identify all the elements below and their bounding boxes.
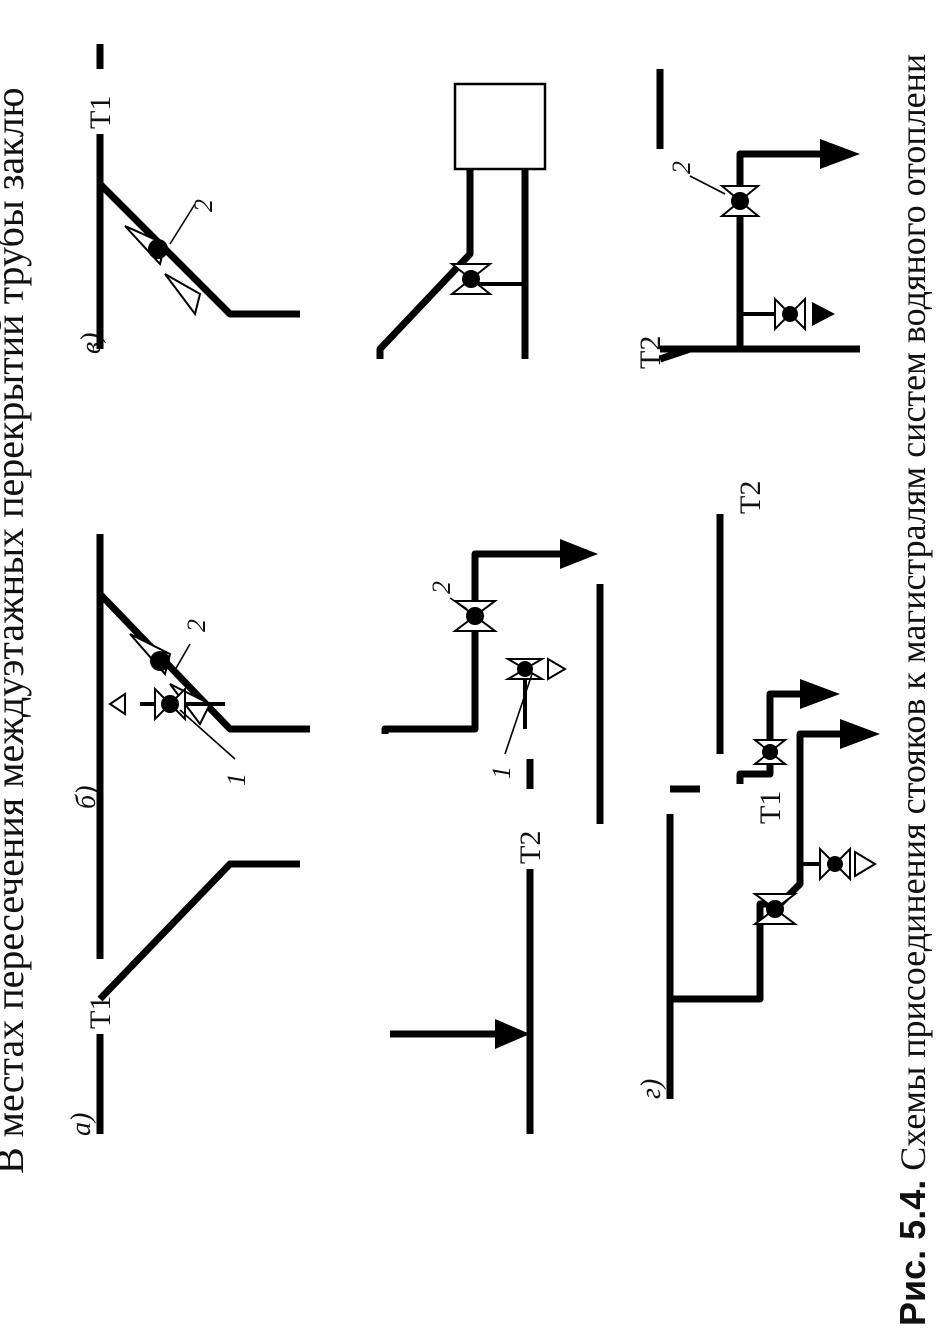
valve-handle-icon (462, 270, 480, 288)
riser-return-pipe (381, 550, 560, 734)
valve-handle-icon (731, 192, 749, 210)
panel-v: в) T1 2 T2 (76, 44, 860, 369)
valve-handle-icon (782, 306, 798, 322)
drain-arrow-icon (854, 850, 877, 878)
valve-handle-icon (466, 607, 484, 625)
marker-leader (689, 175, 726, 195)
marker-leader (174, 643, 191, 671)
valve-handle-icon (161, 695, 179, 713)
main-t2-label: T2 (734, 481, 767, 514)
flow-arrow-icon (560, 539, 598, 569)
marker-leader (179, 709, 236, 760)
valve-handle-icon (517, 661, 533, 677)
panel-g-label: г) (636, 1079, 667, 1099)
flow-arrow-icon (495, 1019, 530, 1049)
riser-supply-pipe (736, 690, 800, 784)
valve-icon (164, 273, 202, 317)
heater-box (453, 82, 547, 171)
valve-handle-icon (827, 856, 843, 872)
main-t1-label: T1 (754, 791, 787, 824)
riser-supply-pipe (97, 860, 300, 1002)
valve-handle-icon (766, 900, 784, 918)
main-t1-label: T1 (84, 996, 117, 1029)
riser-return-pipe (658, 150, 820, 363)
panel-a-label: а) (66, 1113, 97, 1136)
drain-arrow-icon (108, 692, 126, 716)
marker-leader (169, 203, 196, 245)
drain-arrow-icon (547, 657, 567, 681)
riser-supply-pipe (777, 730, 840, 907)
drain-arrow-icon (812, 302, 835, 326)
main-t2-label: T2 (514, 831, 547, 864)
flow-arrow-icon (820, 139, 860, 169)
marker-leader (504, 673, 533, 755)
marker-1: 1 (222, 773, 251, 786)
riser-supply-pipe (376, 169, 474, 359)
valve-handle-icon (150, 651, 170, 671)
marker-2: 2 (667, 161, 696, 174)
panel-g: г) T1 T2 (636, 481, 880, 1099)
figure-caption: Рис. 5.4. Схемы присоединения стояков к … (892, 0, 934, 1326)
marker-2: 2 (427, 581, 456, 594)
main-t1-label: T1 (84, 96, 117, 129)
caption-text: Схемы присоединения стояков к магистраля… (893, 53, 933, 1171)
riser-supply-pipe (97, 181, 300, 318)
valve-handle-icon (148, 239, 168, 259)
riser-supply-pipe (97, 591, 310, 733)
panel-b: б) 2 1 2 (71, 534, 604, 824)
panel-b-label: б) (71, 786, 102, 809)
valve-handle-icon (762, 744, 778, 760)
marker-1: 1 (487, 766, 516, 779)
marker-2: 2 (182, 619, 211, 632)
caption-label: Рис. 5.4. (892, 1179, 933, 1326)
panel-a: а) T1 T2 (66, 759, 547, 1136)
flow-arrow-icon (800, 679, 840, 709)
marker-2: 2 (189, 199, 218, 212)
marker-leader (449, 597, 468, 610)
flow-arrow-icon (840, 719, 880, 749)
